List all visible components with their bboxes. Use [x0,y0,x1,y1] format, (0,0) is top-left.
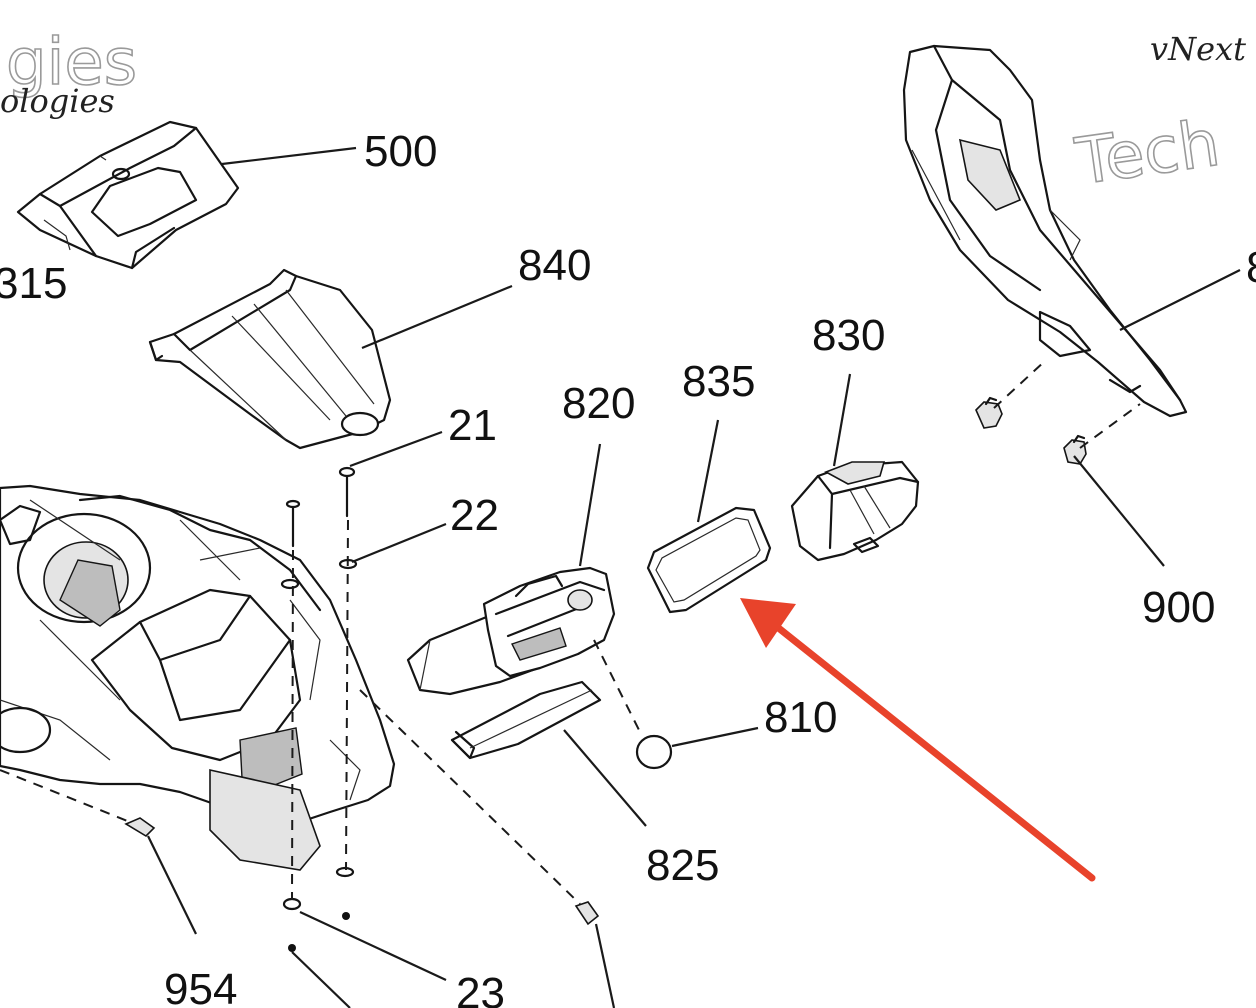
leader-lines [147,146,1241,1008]
watermark-vnext: vNext [1150,30,1246,68]
callout-21: 21 [448,401,497,450]
callout-900: 900 [1142,583,1215,632]
part-825-pad [450,680,602,760]
assembly-dash-lines [0,359,1141,905]
part-side-panel [902,44,1188,418]
callout-820: 820 [562,379,635,428]
red-pointer-arrow [740,598,1096,882]
callout-954: 954 [164,965,237,1008]
watermark-tech: Tech [1071,107,1224,200]
part-900-pushpins [975,396,1087,465]
part-810-oring [635,734,673,770]
watermark-ologies: ologies [0,82,115,120]
callout-22: 22 [450,491,499,540]
callout-315: 315 [0,259,67,308]
part-820-housing [406,566,616,696]
callout-labels: 500 840 315 21 820 835 830 22 900 810 82… [0,127,1256,1008]
callout-840: 840 [518,241,591,290]
watermark-gies: gies [6,26,137,100]
part-835-gasket [646,506,772,614]
callout-830: 830 [812,311,885,360]
callout-8: 8 [1246,243,1256,292]
callout-810: 810 [764,693,837,742]
callout-825: 825 [646,841,719,890]
callout-835: 835 [682,357,755,406]
part-main-body [0,484,396,871]
part-500-cover [16,120,240,270]
callout-23: 23 [456,969,505,1008]
callout-500: 500 [364,127,437,176]
part-840-plate [148,268,392,450]
part-830-box [790,460,920,562]
